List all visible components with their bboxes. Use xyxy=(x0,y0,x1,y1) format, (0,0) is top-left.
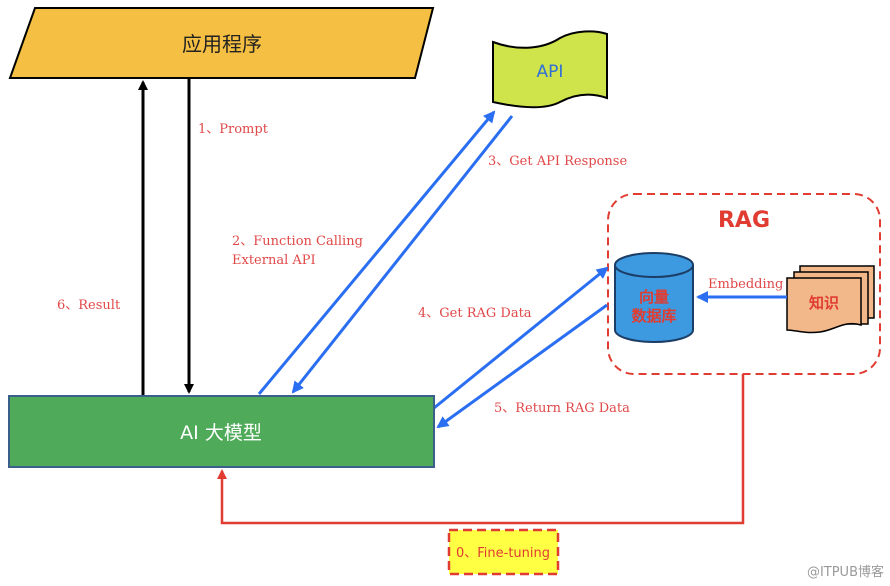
fine-tuning-label: 0、Fine-tuning xyxy=(456,546,550,561)
vector-db-label-2: 数据库 xyxy=(631,307,676,325)
api-node[interactable]: API xyxy=(492,30,608,109)
app-node[interactable]: 应用程序 xyxy=(8,7,435,79)
function-calling-label-2: External API xyxy=(232,253,316,268)
api-shape xyxy=(492,30,608,109)
api-response-label: 3、Get API Response xyxy=(488,154,627,169)
function-calling-label-1: 2、Function Calling xyxy=(232,234,363,249)
knowledge-label: 知识 xyxy=(809,294,839,312)
llm-label: AI 大模型 xyxy=(180,422,262,444)
llm-node[interactable]: AI 大模型 xyxy=(8,395,435,468)
embedding-label: Embedding xyxy=(708,277,783,292)
return-rag-label: 5、Return RAG Data xyxy=(494,401,630,416)
prompt-label: 1、Prompt xyxy=(198,122,269,137)
api-label: API xyxy=(537,62,564,82)
function-calling-arrow xyxy=(257,110,496,395)
vector-db-top xyxy=(614,252,694,278)
vector-db-label-1: 向量 xyxy=(639,288,669,306)
rag-title: RAG xyxy=(718,208,770,233)
app-label: 应用程序 xyxy=(182,32,262,56)
watermark: @ITPUB博客 xyxy=(806,565,884,580)
fine-tuning-line xyxy=(217,374,745,525)
fine-tuning-shape xyxy=(447,528,560,576)
app-shape xyxy=(8,7,435,79)
result-label: 6、Result xyxy=(57,298,121,313)
get-rag-label: 4、Get RAG Data xyxy=(418,306,532,321)
return-rag-arrow xyxy=(436,303,608,429)
knowledge-node[interactable]: 知识 xyxy=(786,265,875,334)
get-rag-arrow xyxy=(433,266,609,410)
vector-db-body xyxy=(614,265,694,343)
fine-tuning-node[interactable]: 0、Fine-tuning xyxy=(447,528,560,576)
llm-shape xyxy=(8,395,435,468)
knowledge-doc-1 xyxy=(786,277,862,334)
vector-db-node[interactable]: 向量 数据库 xyxy=(614,252,694,343)
api-response-arrow xyxy=(291,115,514,394)
